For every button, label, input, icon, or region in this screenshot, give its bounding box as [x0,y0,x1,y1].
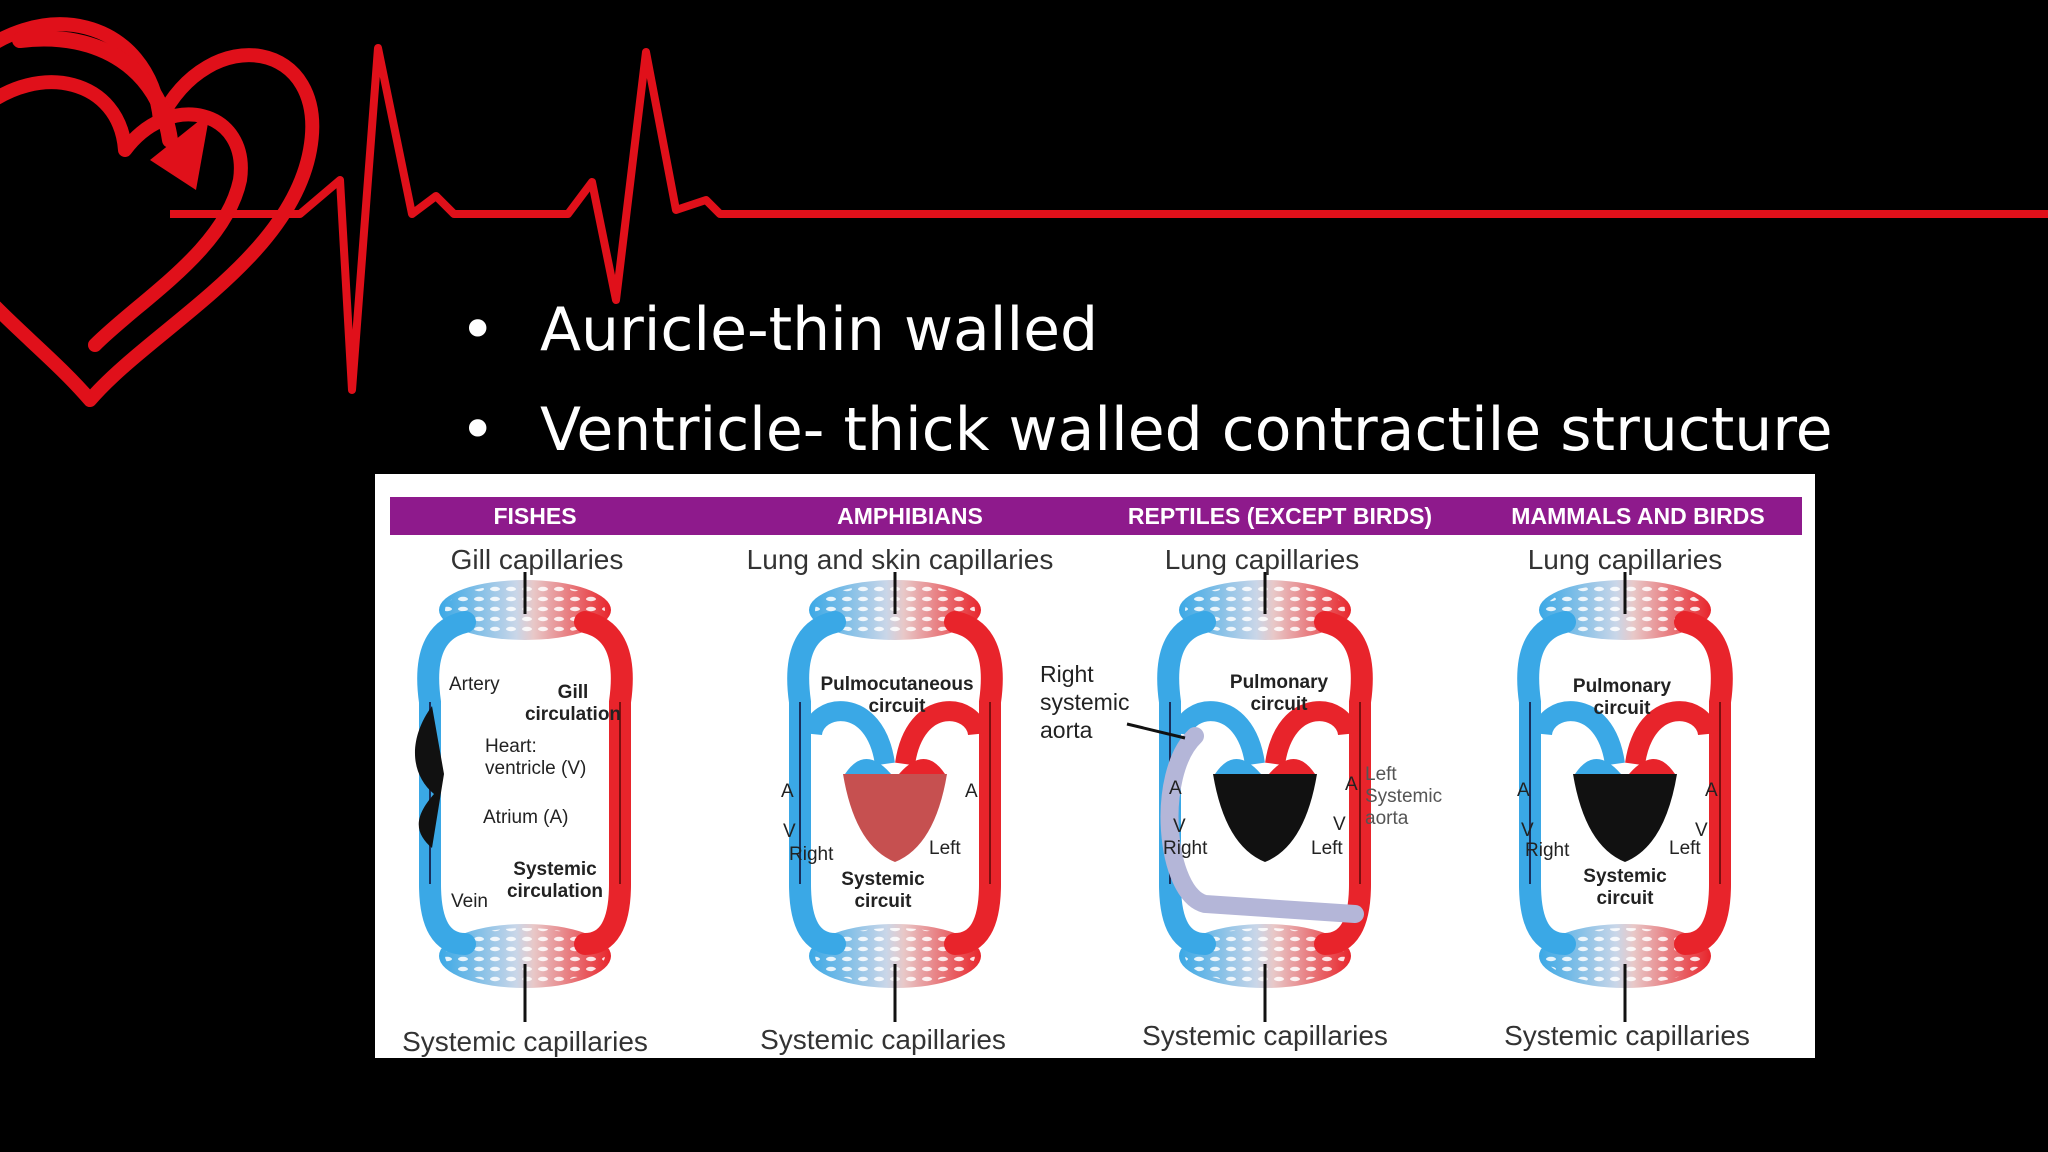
label-ventricle-right: V [1521,820,1534,842]
label-systemic-circuit: Systemic circuit [1583,866,1666,910]
bullet-list: •Auricle-thin walled •Ventricle- thick w… [460,280,1833,480]
heart-ventricle [1573,774,1677,862]
label-pulmonary-circuit: Pulmonary circuit [1230,672,1328,716]
label-left-systemic-aorta: Left Systemic aorta [1365,764,1442,830]
label-left: Left [1669,838,1701,860]
caption-lung-skin-capillaries: Lung and skin capillaries [747,544,1054,576]
pulmonary-vein [905,711,978,764]
label-right-systemic-aorta: Right systemic aorta [1040,660,1129,744]
caption-systemic-capillaries: Systemic capillaries [402,1026,648,1058]
caption-systemic-capillaries: Systemic capillaries [760,1024,1006,1056]
label-atrium-left: A [1345,774,1358,796]
label-pulmonary-circuit: Pulmonary circuit [1573,676,1671,720]
label-atrium-right: A [781,781,794,803]
caption-lung-capillaries: Lung capillaries [1528,544,1723,576]
caption-systemic-capillaries: Systemic capillaries [1142,1020,1388,1052]
label-atrium-right: A [1169,778,1182,800]
label-ventricle-left: V [1333,814,1346,836]
oxygen-poor-vessel [798,622,835,944]
circulation-figure: FISHES AMPHIBIANS REPTILES (EXCEPT BIRDS… [375,474,1815,1058]
caption-gill-capillaries: Gill capillaries [451,544,624,576]
label-right: Right [1163,838,1207,860]
oxygen-poor-vessel [1528,622,1565,944]
label-heart-ventricle: Heart: ventricle (V) [485,736,586,780]
label-artery: Artery [449,674,500,696]
label-ventricle-right: V [1173,816,1186,838]
pulmonary-artery [812,711,885,764]
bullet-dot: • [460,280,495,380]
label-systemic-circuit: Systemic circuit [841,869,924,913]
bullet-item: •Ventricle- thick walled contractile str… [460,380,1833,480]
caption-systemic-capillaries: Systemic capillaries [1504,1020,1750,1052]
label-systemic-circulation: Systemic circulation [507,859,603,903]
caption-lung-capillaries: Lung capillaries [1165,544,1360,576]
pulmonary-vein [1275,711,1348,764]
label-atrium-right: A [1517,780,1530,802]
label-right: Right [789,844,833,866]
label-ventricle: V [783,821,796,843]
label-atrium-left: A [1705,780,1718,802]
label-pulmocutaneous-circuit: Pulmocutaneous circuit [820,674,973,718]
label-vein: Vein [451,891,488,913]
label-gill-circulation: Gill circulation [525,682,621,726]
bullet-dot: • [460,380,495,480]
bullet-item: •Auricle-thin walled [460,280,1833,380]
label-atrium: Atrium (A) [483,807,569,829]
label-right: Right [1525,840,1569,862]
label-left: Left [929,838,961,860]
label-left: Left [1311,838,1343,860]
label-atrium-left: A [965,781,978,803]
heart-ventricle [1213,774,1317,862]
